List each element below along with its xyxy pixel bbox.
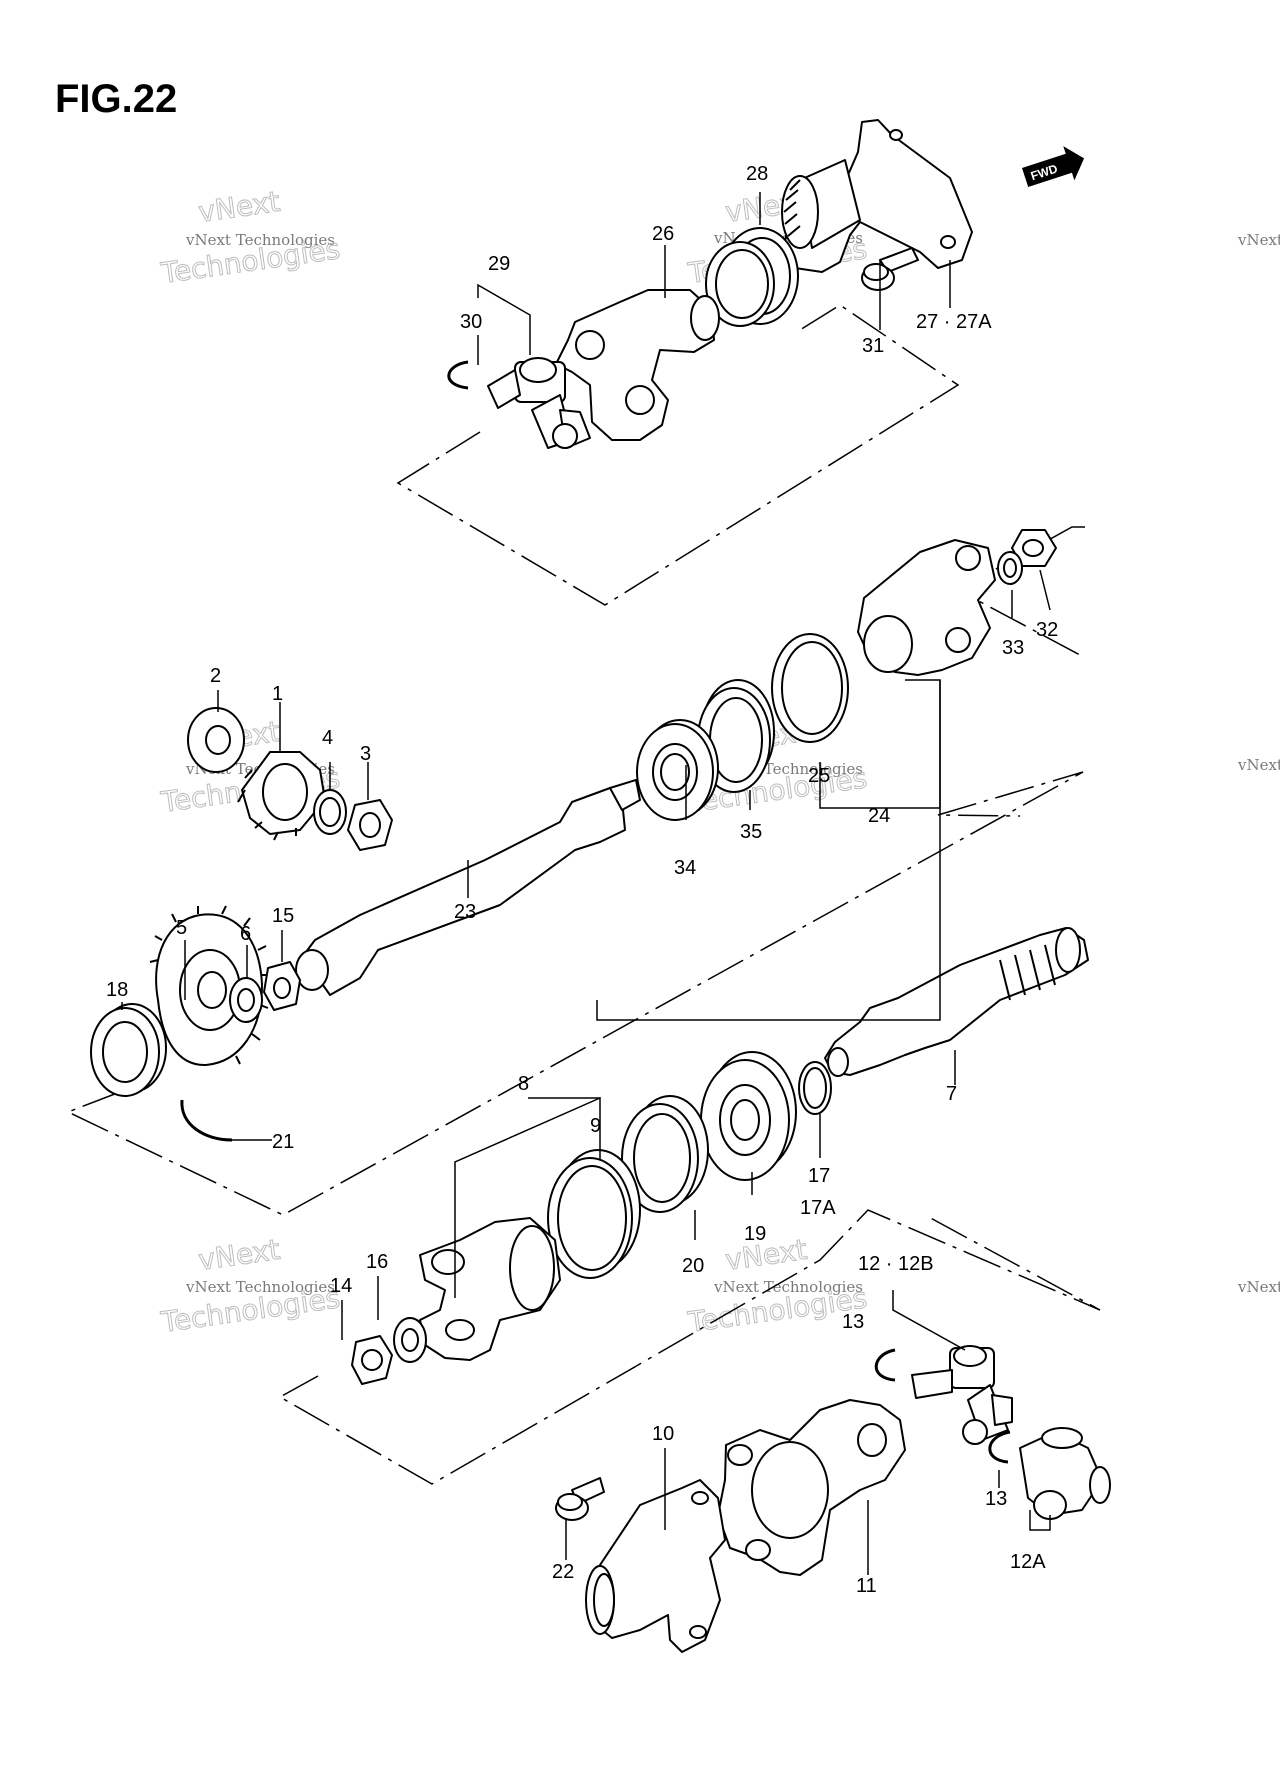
part-29-universal-joint-cross xyxy=(487,357,591,449)
callout-5: 5 xyxy=(176,917,187,939)
part-23-shaft xyxy=(295,779,641,996)
callout-33: 33 xyxy=(1002,637,1024,659)
fwd-direction-badge: FWD xyxy=(1022,146,1085,188)
callout-15: 15 xyxy=(272,905,294,927)
callout-17a: 17A xyxy=(800,1197,836,1219)
part-17-o-ring xyxy=(798,1061,832,1115)
callout-25: 25 xyxy=(808,765,830,787)
callout-7: 7 xyxy=(946,1083,957,1105)
part-4-washer xyxy=(313,789,347,835)
callout-31: 31 xyxy=(862,335,884,357)
watermark-text: vNext xyxy=(196,1233,282,1277)
part-6-washer xyxy=(229,977,263,1023)
part-25-seal-ring xyxy=(771,633,849,743)
part-2-washer xyxy=(187,707,245,773)
part-26-yoke xyxy=(555,289,720,441)
callout-27-27a: 27 · 27A xyxy=(916,311,992,333)
callout-32: 32 xyxy=(1036,619,1058,641)
callout-2: 2 xyxy=(210,665,221,687)
part-19-bearing xyxy=(700,1051,797,1181)
part-30-circlip xyxy=(447,360,469,390)
callout-21: 21 xyxy=(272,1131,294,1153)
part-35-bearing-cup xyxy=(697,679,775,793)
callout-24: 24 xyxy=(868,805,890,827)
part-24-yoke xyxy=(857,539,996,676)
part-20-bearing-cup xyxy=(621,1095,709,1213)
callout-20: 20 xyxy=(682,1255,704,1277)
callout-12-12b: 12 · 12B xyxy=(858,1253,934,1275)
callout-3: 3 xyxy=(360,743,371,765)
part-3-nut xyxy=(347,799,393,851)
part-34-bearing xyxy=(636,719,719,821)
part-14-nut xyxy=(351,1335,393,1385)
part-7-output-shaft xyxy=(824,927,1089,1077)
callout-13-upper: 13 xyxy=(842,1311,864,1333)
watermark-text: vNext Technologies xyxy=(1237,1278,1280,1296)
part-28-seal xyxy=(705,227,799,327)
part-5-ring-gear xyxy=(149,905,270,1067)
watermark-text: vNext Technologies xyxy=(185,231,335,249)
part-11-flange-yoke xyxy=(717,1399,906,1576)
watermark-text: vNext Technologies xyxy=(713,1278,863,1296)
part-33-washer xyxy=(997,551,1023,585)
callout-labels: 1 2 3 4 5 6 7 8 9 10 11 12 · 12B 12A 13 … xyxy=(106,163,1058,1597)
callout-8: 8 xyxy=(518,1073,529,1095)
callout-12a: 12A xyxy=(1010,1551,1046,1573)
part-9-seal xyxy=(547,1149,641,1279)
figure-title: FIG.22 xyxy=(55,77,177,121)
callout-19: 19 xyxy=(744,1223,766,1245)
arrow-right-icon xyxy=(1022,146,1085,188)
part-18-bearing-race xyxy=(90,1003,167,1097)
part-32-nut xyxy=(1011,529,1057,567)
boundary-middle xyxy=(66,771,1084,1216)
part-12-universal-joint-cross xyxy=(911,1345,1013,1445)
part-27-flange-shaft xyxy=(781,119,973,273)
callout-4: 4 xyxy=(322,727,333,749)
callout-6: 6 xyxy=(240,923,251,945)
callout-28: 28 xyxy=(746,163,768,185)
part-22-bolt xyxy=(555,1477,605,1521)
boundary-upper xyxy=(396,304,960,606)
watermark-text: vNext Technologies xyxy=(1237,231,1280,249)
part-10-companion-flange xyxy=(585,1479,726,1653)
callout-1: 1 xyxy=(272,683,283,705)
part-15-nut xyxy=(263,961,301,1011)
leader-lines xyxy=(121,192,1051,1575)
part-8-yoke xyxy=(419,1217,561,1361)
callout-13-lower: 13 xyxy=(985,1488,1007,1510)
callout-18: 18 xyxy=(106,979,128,1001)
part-31-bolt xyxy=(861,247,919,291)
boundary-lower xyxy=(278,1209,1101,1485)
callout-30: 30 xyxy=(460,311,482,333)
callout-16: 16 xyxy=(366,1251,388,1273)
callout-29: 29 xyxy=(488,253,510,275)
callout-17: 17 xyxy=(808,1165,830,1187)
callout-23: 23 xyxy=(454,901,476,923)
callout-14: 14 xyxy=(330,1275,352,1297)
callout-34: 34 xyxy=(674,857,696,879)
part-13-circlip xyxy=(874,1348,896,1382)
callout-35: 35 xyxy=(740,821,762,843)
part-12a-universal-joint-cross xyxy=(1019,1427,1111,1520)
part-13-circlip-2 xyxy=(988,1430,1011,1464)
watermark-text: vNext xyxy=(196,185,282,229)
part-21-clip xyxy=(180,1099,233,1142)
callout-11: 11 xyxy=(856,1575,877,1597)
watermark-text: vNext Technologies xyxy=(1237,756,1280,774)
callout-22: 22 xyxy=(552,1561,574,1583)
callout-26: 26 xyxy=(652,223,674,245)
callout-9: 9 xyxy=(590,1115,601,1137)
part-16-washer xyxy=(393,1317,427,1363)
watermark-text: vNext Technologies xyxy=(185,1278,335,1296)
callout-10: 10 xyxy=(652,1423,674,1445)
